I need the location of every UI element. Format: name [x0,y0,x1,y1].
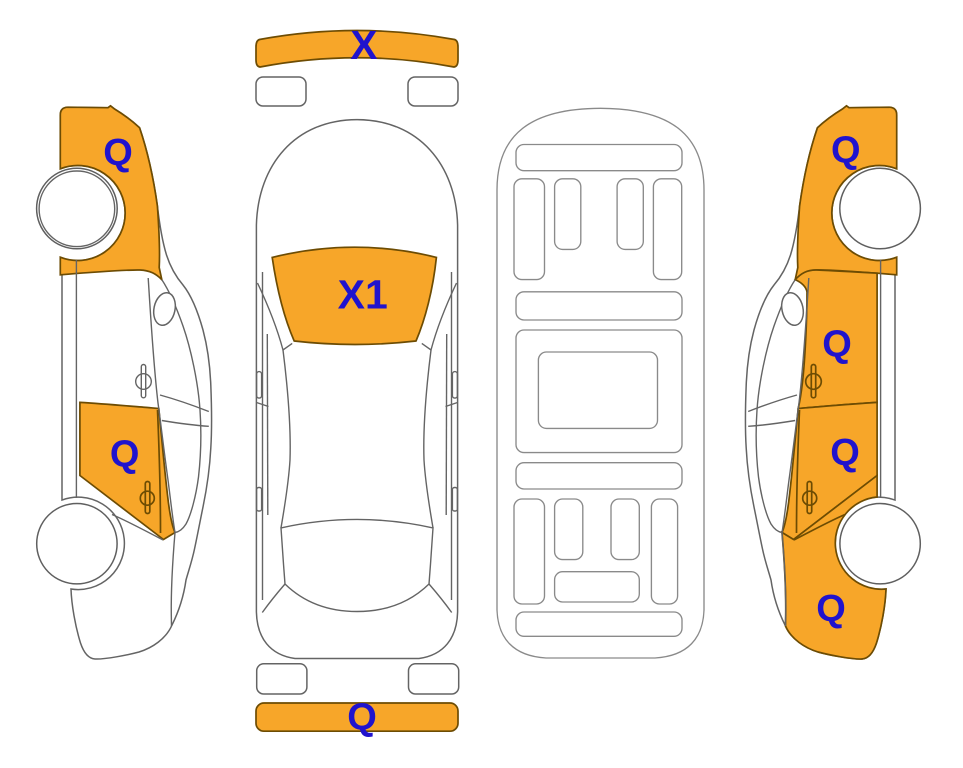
svg-text:Q: Q [822,323,852,365]
svg-text:X: X [350,22,377,68]
svg-text:Q: Q [110,434,140,476]
svg-text:Q: Q [103,132,133,174]
svg-text:Q: Q [347,697,377,739]
svg-text:Q: Q [831,130,861,172]
svg-text:Q: Q [816,588,846,630]
svg-text:X1: X1 [338,271,388,317]
svg-text:Q: Q [830,432,860,474]
